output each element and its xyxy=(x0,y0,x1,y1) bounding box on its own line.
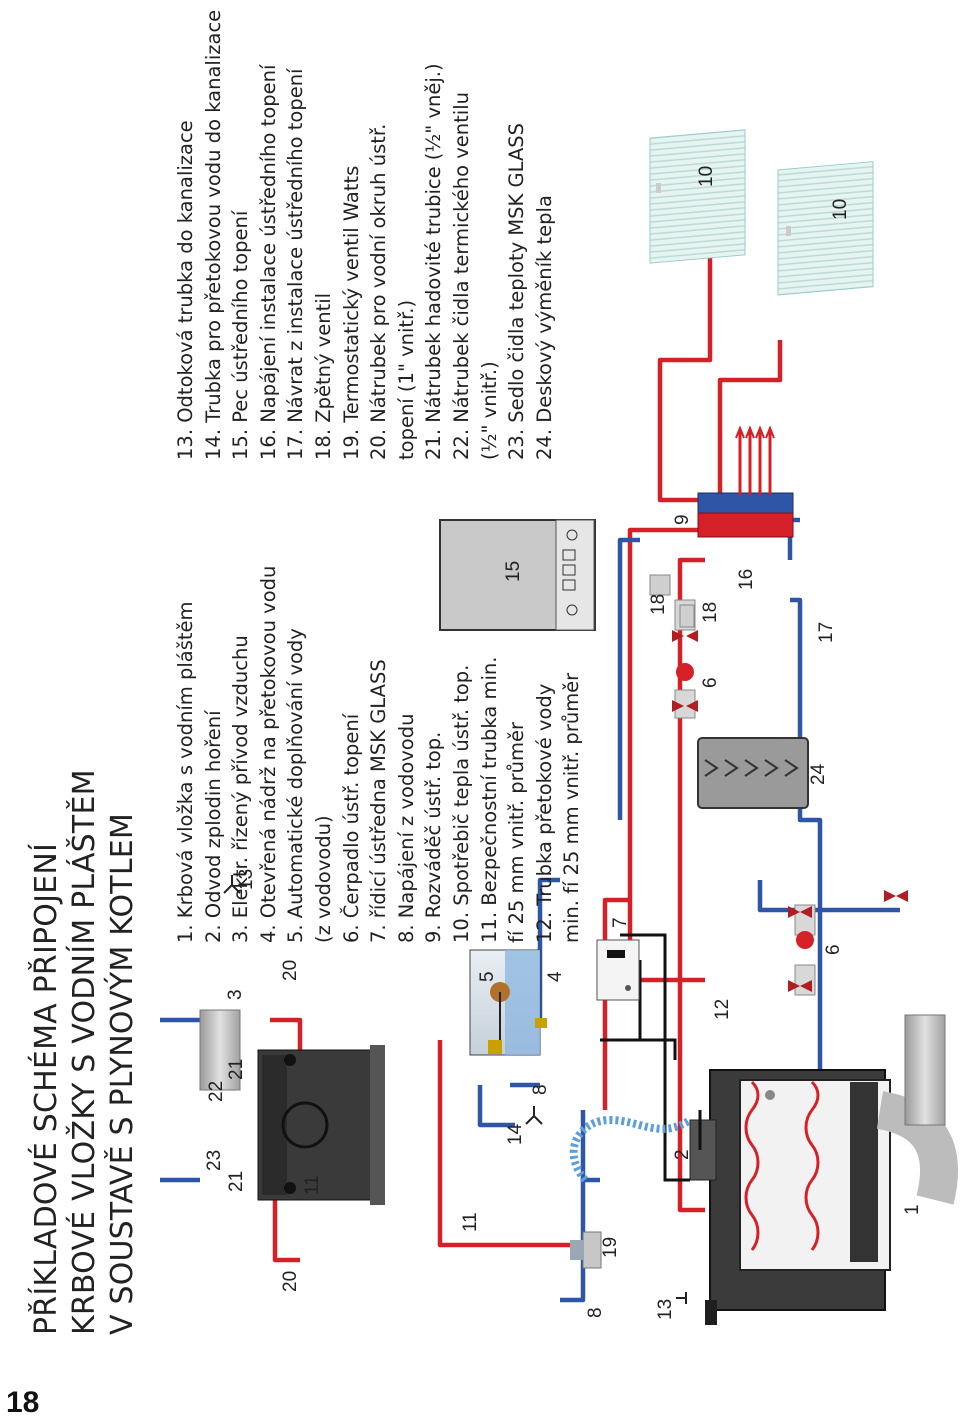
legend-item: 4. Otevřená nádrž na přetokovou vodu xyxy=(256,565,280,943)
marker-20-right: 20 xyxy=(280,959,301,981)
marker-17: 17 xyxy=(816,621,837,643)
marker-11-side: 11 xyxy=(302,1175,323,1195)
marker-6-right: 6 xyxy=(700,677,721,688)
corrugated-hose xyxy=(569,1115,693,1183)
check-valve-a xyxy=(649,574,671,596)
legend-item: 5. Automatické doplňování vody xyxy=(284,628,308,943)
legend-item: 20. Nátrubek pro vodní okruh ústř. xyxy=(367,123,391,460)
marker-22: 22 xyxy=(206,1080,227,1102)
legend-item: min. fí 25 mm vnitř. průměr xyxy=(560,672,584,943)
marker-20-left: 20 xyxy=(280,1270,301,1292)
drain-funnels xyxy=(223,875,687,1304)
legend-item: 23. Sedlo čidla teploty MSK GLASS xyxy=(505,122,529,460)
marker-16: 16 xyxy=(736,568,757,590)
neutral-pipes xyxy=(600,933,690,1182)
legend-item: (z vodovodu) xyxy=(311,815,335,943)
legend-item: 24. Deskový výměník tepla xyxy=(532,195,556,460)
marker-18-top: 18 xyxy=(648,593,669,615)
legend-item: 6. Čerpadlo ústř. topení xyxy=(339,713,363,943)
radiator-b xyxy=(777,161,874,296)
gas-boiler xyxy=(439,519,596,631)
legend-column-1: 1. Krbová vložka s vodním pláštěm 2. Odv… xyxy=(172,566,586,943)
legend-item: fí 25 mm vnitř. průměr xyxy=(505,721,529,943)
marker-1: 1 xyxy=(902,1204,923,1215)
marker-10-top: 10 xyxy=(696,165,717,187)
legend-item: 15. Pec ústředního topení xyxy=(229,210,253,460)
marker-24: 24 xyxy=(808,763,829,785)
legend-item: topení (1" vnitř.) xyxy=(394,299,418,460)
legend-item: 11. Bezpečnostní trubka min. xyxy=(477,656,501,943)
title-line: KRBOVÉ VLOŽKY S VODNÍM PLÁŠTĚM xyxy=(67,769,102,1335)
legend-column-2: 13. Odtoková trubka do kanalizace 14. Tr… xyxy=(172,10,558,460)
valve-13 xyxy=(884,890,908,902)
legend-item: 22. Nátrubek čidla termického ventilu xyxy=(449,92,473,460)
legend-item: 13. Odtoková trubka do kanalizace xyxy=(174,120,197,460)
page-number: 18 xyxy=(6,1386,40,1419)
title-line: V SOUSTAVĚ S PLYNOVÝM KOTLEM xyxy=(105,813,140,1335)
marker-11-left: 11 xyxy=(460,1212,481,1232)
marker-8-right: 8 xyxy=(530,1084,551,1095)
marker-3: 3 xyxy=(225,989,246,1000)
legend-item: 16. Napájení instalace ústředního topení xyxy=(256,64,280,460)
legend-item: 1. Krbová vložka s vodním pláštěm xyxy=(174,601,197,943)
flue-pipe xyxy=(689,1110,717,1181)
marker-4: 4 xyxy=(545,971,566,982)
legend-item: 8. Napájení z vodovodu xyxy=(394,713,418,943)
insert-side-view xyxy=(257,1045,385,1205)
fireplace-insert xyxy=(705,1069,891,1325)
overflow-tank xyxy=(469,949,547,1056)
thermostatic-valve xyxy=(570,1231,602,1269)
marker-8-left: 8 xyxy=(585,1307,606,1318)
legend-item: 12. Trubka přetokové vody xyxy=(532,683,556,943)
legend-item: 14. Trubka pro přetokovou vodu do kanali… xyxy=(201,9,225,460)
control-unit xyxy=(596,939,640,1001)
marker-19: 19 xyxy=(600,1236,621,1258)
marker-5: 5 xyxy=(477,971,498,982)
marker-7: 7 xyxy=(610,917,631,928)
legend-item: 21. Nátrubek hadovité trubice (½" vněj.) xyxy=(422,63,446,460)
pump-group-left xyxy=(788,904,816,996)
legend-item: 10. Spotřebič tepla ústř. top. xyxy=(449,664,473,943)
title-line: PŘÍKLADOVÉ SCHÉMA PŘIPOJENÍ xyxy=(29,842,64,1335)
marker-6-left: 6 xyxy=(823,944,844,955)
marker-10-bottom: 10 xyxy=(830,198,851,220)
legend-item: (½" vnitř.) xyxy=(477,361,501,460)
marker-13-left: 13 xyxy=(655,1298,676,1320)
marker-13-right: 13 xyxy=(236,868,257,890)
legend-item: 17. Návrat z instalace ústředního topení xyxy=(284,68,308,460)
marker-2: 2 xyxy=(672,1149,693,1160)
marker-9: 9 xyxy=(672,514,693,525)
marker-18-right: 18 xyxy=(700,601,721,623)
radiator-a xyxy=(649,129,746,264)
distributor-manifold xyxy=(697,425,794,538)
marker-23: 23 xyxy=(204,1149,225,1171)
marker-21-left: 21 xyxy=(226,1170,247,1192)
check-valve-b xyxy=(679,604,695,628)
marker-14: 14 xyxy=(505,1123,526,1145)
legend-item: 19. Termostatický ventil Watts xyxy=(339,165,363,460)
plate-heat-exchanger xyxy=(697,737,809,809)
marker-15: 15 xyxy=(503,560,524,582)
marker-21-right: 21 xyxy=(226,1058,247,1080)
marker-12: 12 xyxy=(712,998,733,1020)
legend-item: 2. Odvod zplodin hoření xyxy=(201,710,225,943)
diagram-title: PŘÍKLADOVÉ SCHÉMA PŘIPOJENÍ KRBOVÉ VLOŽK… xyxy=(28,769,142,1335)
air-intake-pipe xyxy=(199,1009,959,1205)
legend-item: 7. řídicí ústředna MSK GLASS xyxy=(367,659,391,943)
legend-item: 18. Zpětný ventil xyxy=(311,292,335,460)
legend-item: 9. Rozváděč ústř. top. xyxy=(422,731,446,943)
